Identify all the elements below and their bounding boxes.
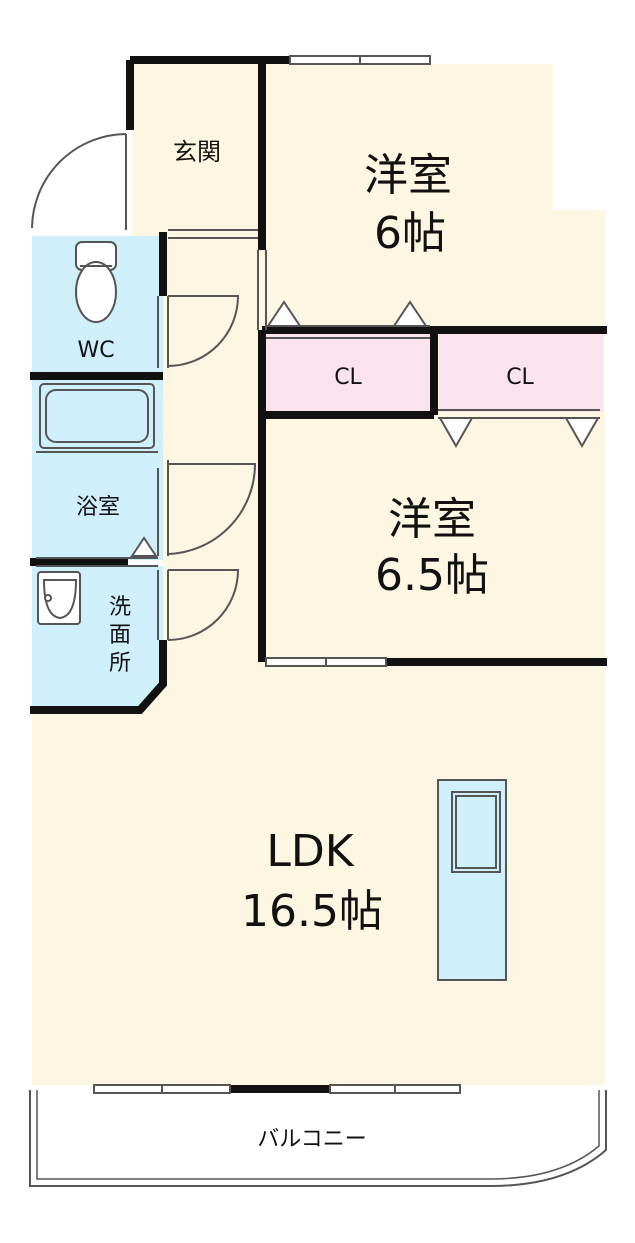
room-western-1-name: 洋室 [364, 150, 452, 201]
wc-door-swing [167, 295, 240, 367]
closet-1-floor [264, 334, 430, 412]
room-ldk-name: LDK [266, 826, 354, 877]
room-western-1-size: 6帖 [374, 208, 446, 259]
washroom-door-swing [167, 569, 240, 641]
room-balcony-name: バルコニー [257, 1127, 367, 1152]
room-western-2-size: 6.5帖 [375, 550, 489, 601]
room-labels: 洋室 6帖 洋室 6.5帖 LDK 16.5帖 玄関 WC 浴室 CL CL バ… [76, 138, 535, 1152]
closet-2-floor [439, 334, 603, 412]
walls [30, 56, 607, 1093]
door-swings [167, 295, 257, 641]
balcony-outline [29, 1090, 607, 1187]
room-ldk-size: 16.5帖 [241, 886, 383, 937]
entrance-door-swing [31, 133, 127, 229]
bath-door-swing [167, 463, 257, 555]
room-wc-name: WC [77, 338, 114, 363]
room-washroom-name: 洗面所 [109, 595, 131, 676]
windows [93, 55, 461, 1094]
closet-door-markers [130, 300, 600, 557]
room-bath-name: 浴室 [76, 495, 120, 520]
washbasin-icon [37, 571, 81, 625]
kitchen-counter-icon [437, 779, 507, 981]
wall-washroom-right [30, 640, 167, 714]
balcony-outline-inner [36, 1090, 600, 1180]
toilet-icon [75, 241, 117, 323]
room-entrance-name: 玄関 [173, 138, 221, 166]
bathtub-icon [39, 383, 155, 449]
room-closet-2-name: CL [506, 365, 534, 390]
room-western-2-name: 洋室 [388, 494, 476, 545]
room-closet-1-name: CL [334, 365, 362, 390]
